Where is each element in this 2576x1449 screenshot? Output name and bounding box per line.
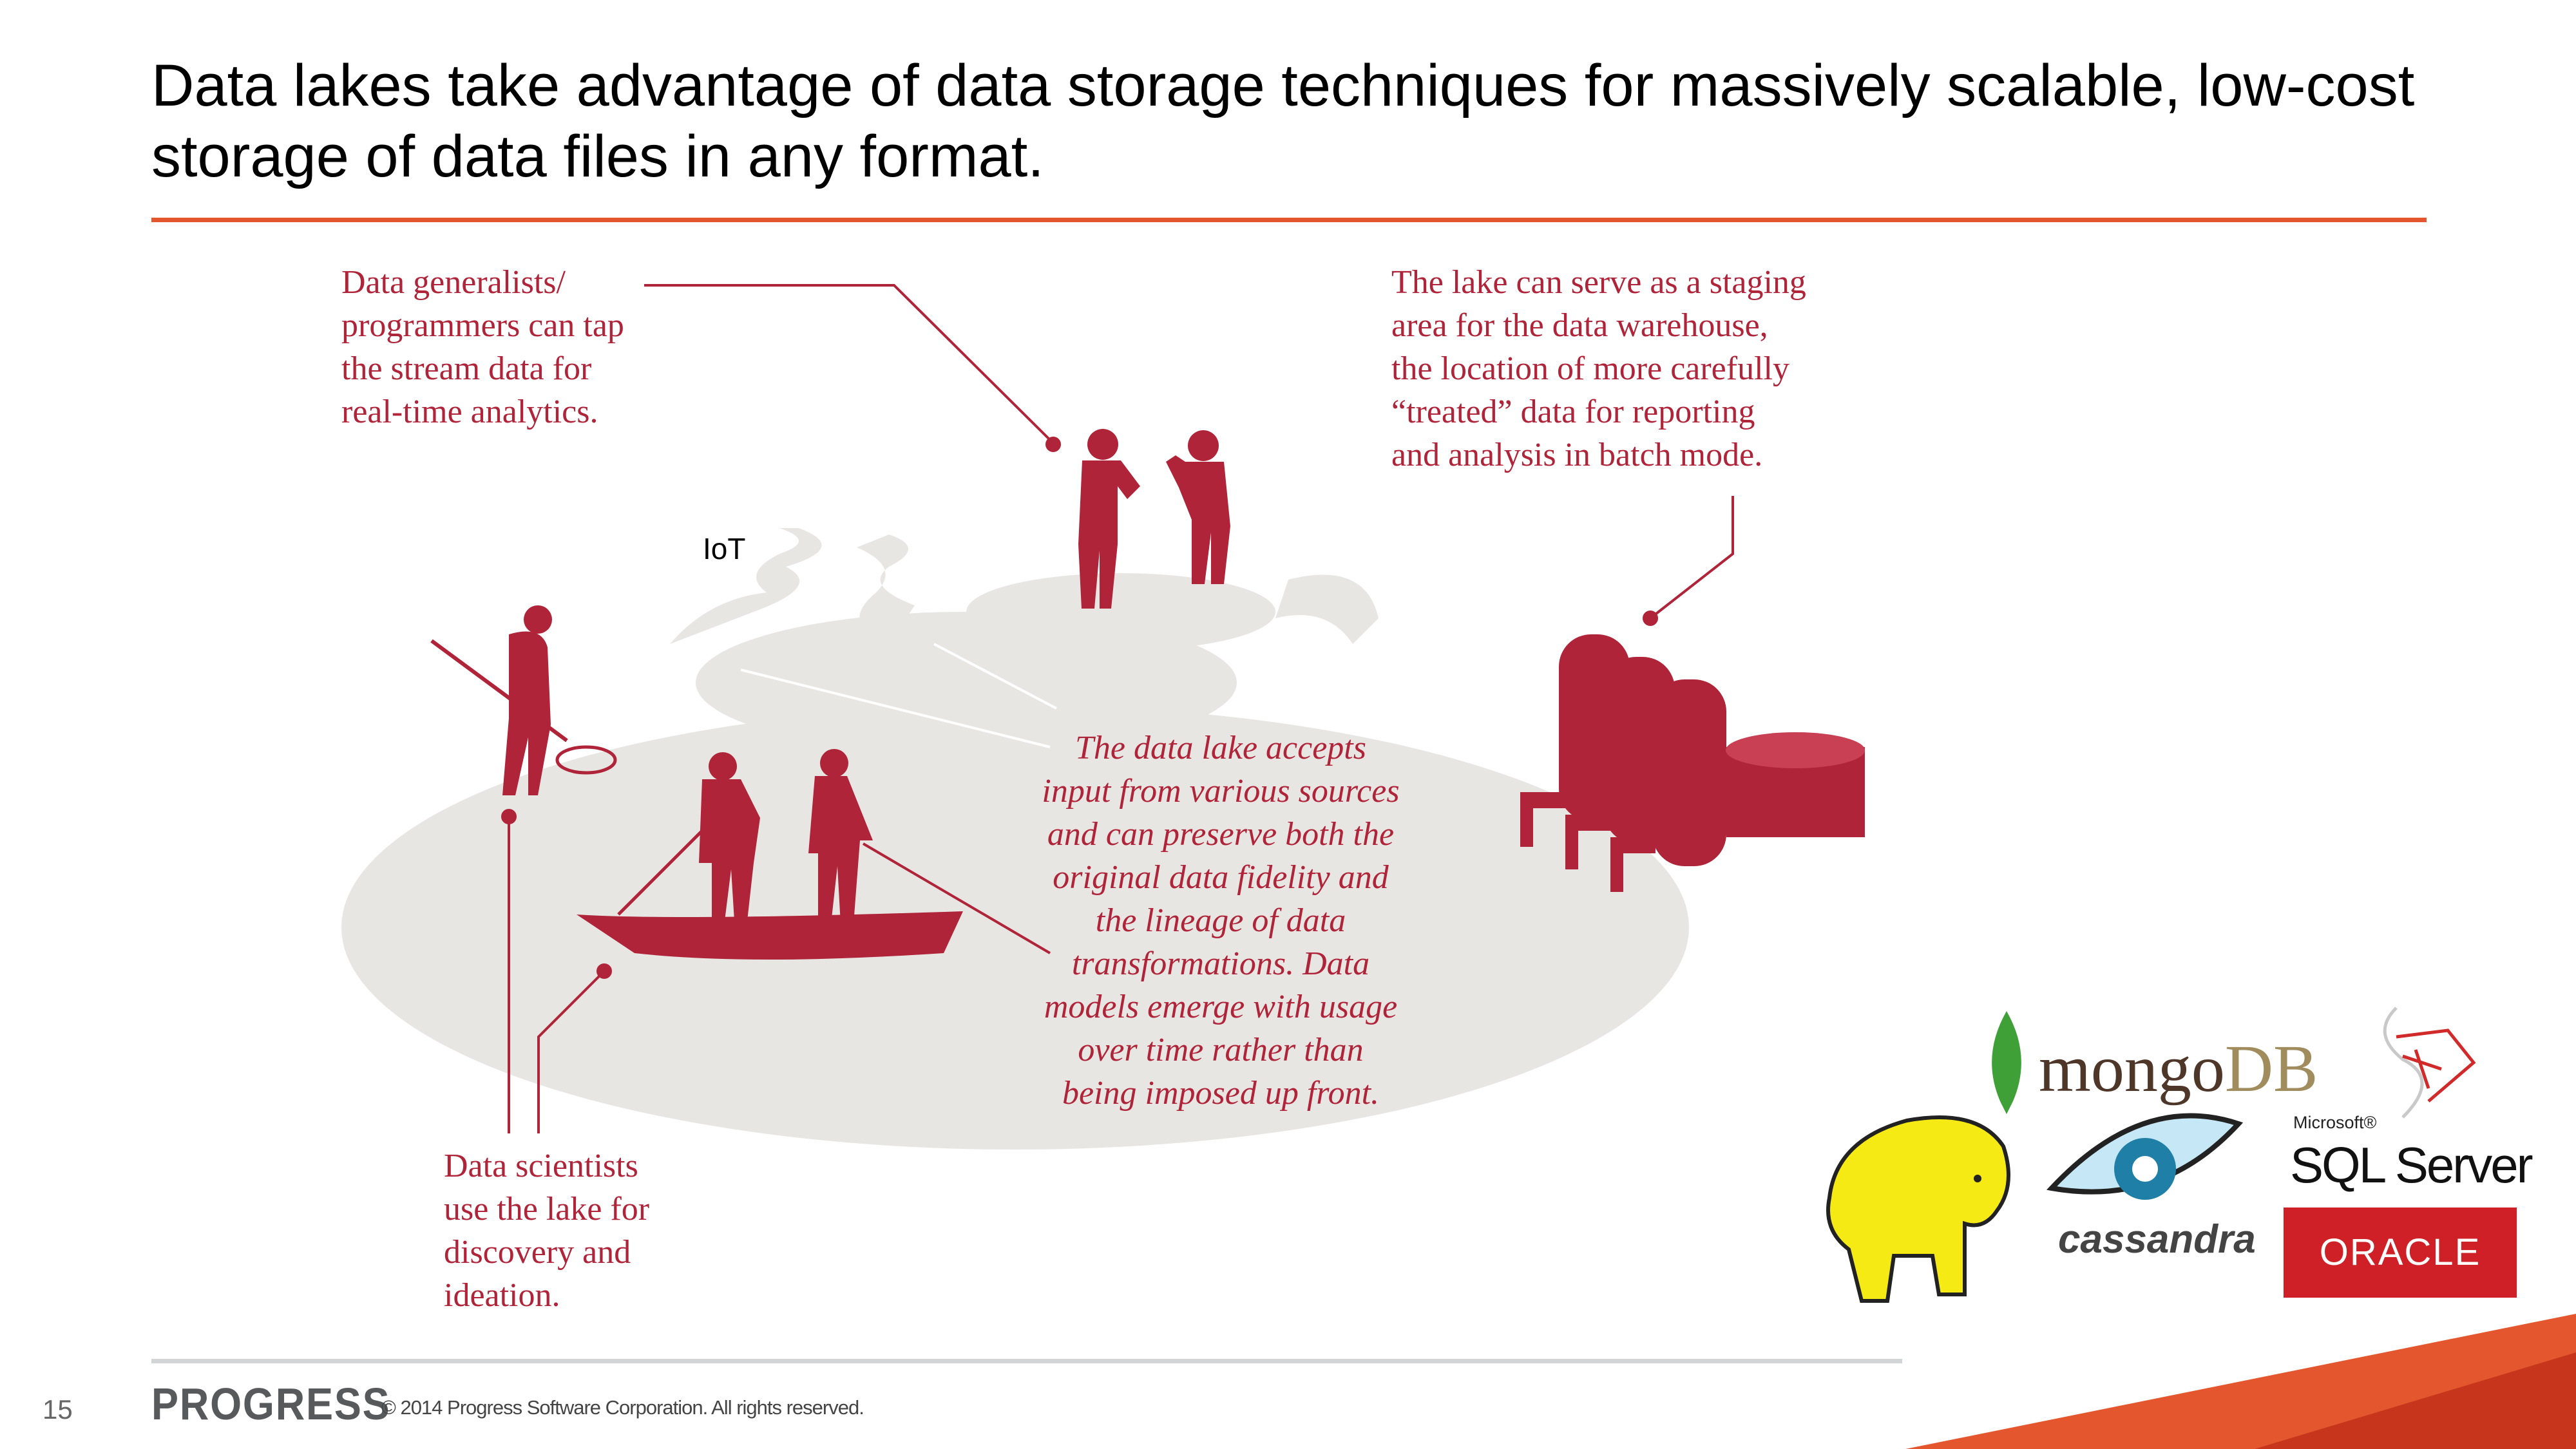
callout-generalists: Data generalists/ programmers can tap th… xyxy=(341,264,624,430)
warehouse-tanks-figure xyxy=(1520,634,1865,892)
mongodb-logo: mongoDB xyxy=(2039,1034,2318,1104)
footer-divider xyxy=(151,1359,1902,1363)
fisherman-figure xyxy=(430,605,617,795)
page-number: 15 xyxy=(43,1394,73,1425)
mongo-text: mongo xyxy=(2039,1032,2225,1106)
boat-figure xyxy=(577,749,963,960)
title-divider xyxy=(151,218,2427,222)
hadoop-elephant-icon xyxy=(1826,1115,2010,1303)
microsoft-label: Microsoft® xyxy=(2293,1113,2377,1132)
iot-label: IoT xyxy=(703,532,746,565)
generalists-figures xyxy=(1078,429,1230,609)
oracle-logo: ORACLE xyxy=(2284,1208,2517,1298)
mongodb-leaf-icon xyxy=(1992,1011,2021,1114)
slide-title: Data lakes take advantage of data storag… xyxy=(151,53,2415,189)
input-arrows xyxy=(740,643,1341,748)
lake-shape xyxy=(341,528,1689,1150)
leader-lines xyxy=(501,284,1734,1133)
db-text: DB xyxy=(2224,1032,2318,1106)
callout-center: The data lake accepts input from various… xyxy=(1042,730,1400,1112)
sql-server-icon xyxy=(2383,1007,2476,1119)
sql-server-logo: SQL Server xyxy=(2290,1137,2533,1193)
progress-logo: PROGRESS xyxy=(151,1379,391,1429)
callout-staging: The lake can serve as a staging area for… xyxy=(1391,264,1806,473)
cassandra-logo: cassandra xyxy=(2058,1217,2256,1262)
corner-accent xyxy=(1905,1314,2576,1449)
cassandra-eye-icon xyxy=(2046,1113,2244,1200)
callout-scientists: Data scientists use the lake for discove… xyxy=(444,1148,650,1314)
copyright: © 2014 Progress Software Corporation. Al… xyxy=(381,1396,864,1419)
oracle-text: ORACLE xyxy=(2319,1231,2481,1273)
